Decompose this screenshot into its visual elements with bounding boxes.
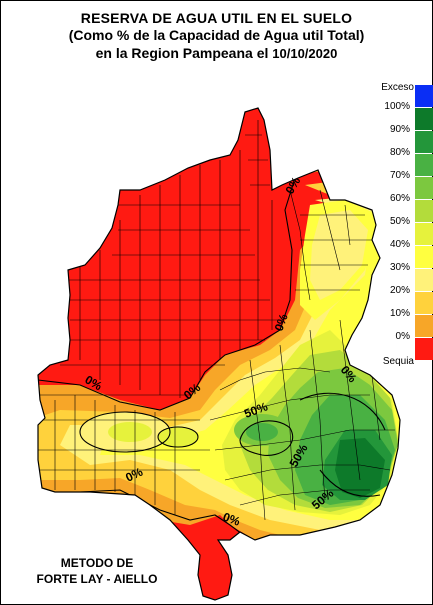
legend-label: 60% bbox=[389, 193, 410, 204]
contour-label: 0% bbox=[123, 465, 145, 485]
legend-label: 90% bbox=[389, 124, 410, 135]
legend-swatch bbox=[415, 154, 433, 176]
method-credit: METODO DE FORTE LAY - AIELLO bbox=[12, 555, 182, 587]
legend-swatch bbox=[415, 85, 433, 107]
title-line-2: (Como % de la Capacidad de Agua util Tot… bbox=[68, 27, 365, 43]
legend-swatch bbox=[415, 131, 433, 153]
legend-label: 20% bbox=[389, 285, 410, 296]
legend-label: 100% bbox=[384, 101, 410, 112]
method-line-1: METODO DE bbox=[60, 556, 134, 570]
legend-swatch bbox=[415, 292, 433, 314]
color-legend: Exceso 100% 90% 80% 70% 60% 50% 40% 30% 20% 10% 0%… bbox=[370, 80, 433, 370]
legend-label: 70% bbox=[389, 170, 410, 181]
department-boundaries bbox=[38, 120, 395, 521]
contour-label: 0% bbox=[221, 510, 242, 529]
legend-label: 80% bbox=[389, 147, 410, 158]
legend-swatch bbox=[415, 177, 433, 199]
legend-swatch bbox=[415, 269, 433, 291]
legend-label: 10% bbox=[389, 308, 410, 319]
legend-swatch bbox=[415, 223, 433, 245]
legend-swatch bbox=[415, 315, 433, 337]
legend-swatch bbox=[415, 246, 433, 268]
title-date: 10/10/2020 bbox=[272, 46, 338, 61]
legend-label: 50% bbox=[389, 216, 410, 227]
legend-swatch bbox=[415, 200, 433, 222]
title-region-text: en la Region Pampeana el bbox=[95, 45, 269, 61]
legend-label: 0% bbox=[395, 331, 410, 342]
region-outline bbox=[37, 107, 401, 601]
legend-sequia-label: Sequia bbox=[382, 356, 414, 367]
contour-label: 0% bbox=[272, 312, 291, 333]
legend-label: 40% bbox=[389, 239, 410, 250]
title-line-1: RESERVA DE AGUA UTIL EN EL SUELO bbox=[80, 10, 353, 26]
legend-exceso-label: Exceso bbox=[381, 82, 414, 93]
legend-swatch bbox=[415, 108, 433, 130]
method-line-2: FORTE LAY - AIELLO bbox=[36, 572, 158, 586]
map-title: RESERVA DE AGUA UTIL EN EL SUELO (Como %… bbox=[0, 10, 433, 63]
legend-swatch bbox=[415, 338, 433, 360]
legend-label: 30% bbox=[389, 262, 410, 273]
title-line-3: en la Region Pampeana el 10/10/2020 bbox=[0, 44, 433, 63]
